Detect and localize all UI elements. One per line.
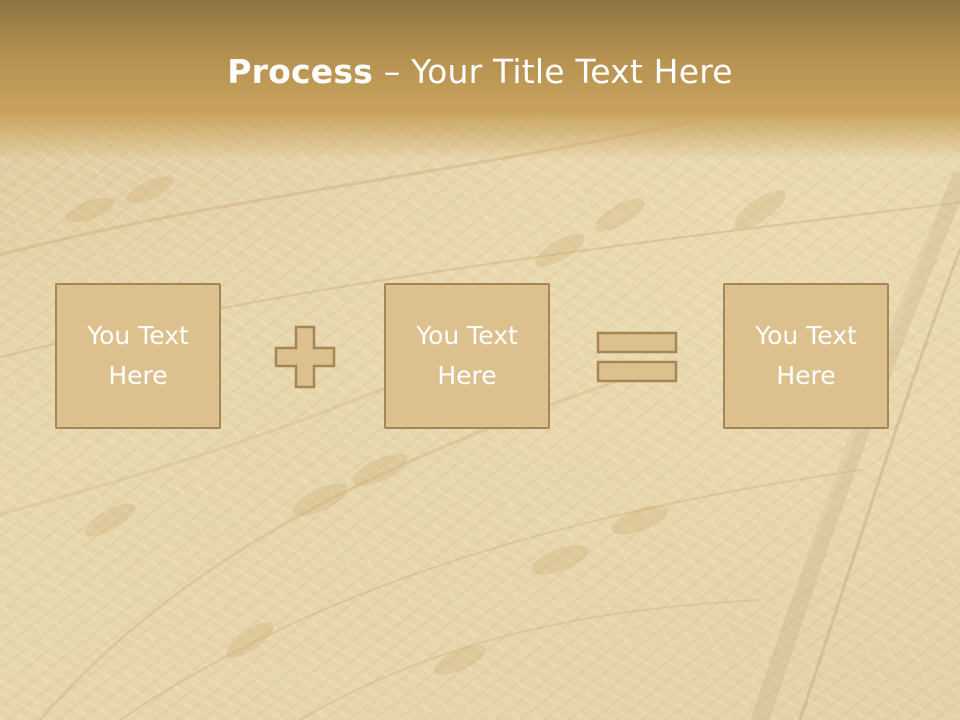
process-box-1-text: You Text Here: [87, 321, 189, 390]
process-box-1[interactable]: You Text Here: [55, 283, 221, 429]
slide-title-bold: Process: [227, 52, 374, 91]
process-box-2-text: You Text Here: [416, 321, 518, 390]
equals-icon: [596, 331, 678, 383]
title-bar: [0, 0, 960, 160]
slide-title-rest: – Your Title Text Here: [373, 52, 733, 91]
process-box-2[interactable]: You Text Here: [384, 283, 550, 429]
process-box-3-text: You Text Here: [755, 321, 857, 390]
process-box-3[interactable]: You Text Here: [723, 283, 889, 429]
slide-title: Process – Your Title Text Here: [0, 52, 960, 91]
plus-icon: [274, 325, 336, 389]
